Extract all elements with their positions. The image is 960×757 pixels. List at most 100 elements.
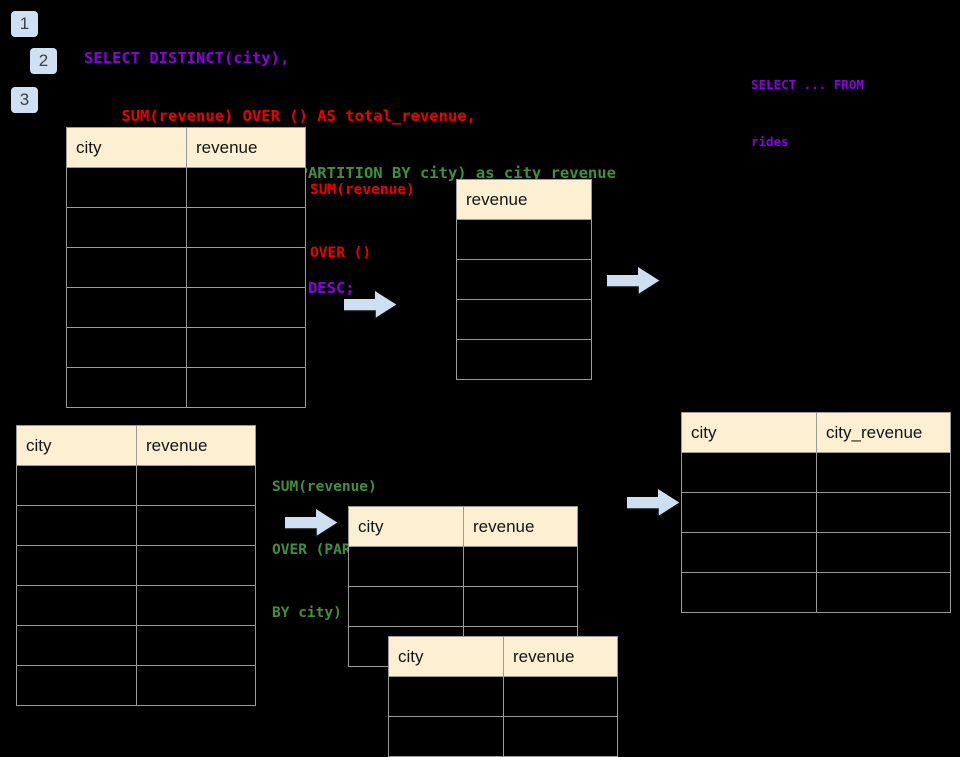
table-header-row: city city_revenue (681, 412, 951, 453)
table-cell (348, 546, 464, 587)
table-cell (388, 716, 504, 757)
table-row (66, 207, 306, 248)
table-row (16, 465, 256, 506)
table-row (16, 545, 256, 586)
table-cell (681, 572, 817, 613)
table-cell (816, 572, 951, 613)
table-row (388, 716, 618, 757)
annotation-over-empty: SUM(revenue) OVER () (310, 138, 415, 306)
table-cell (463, 546, 578, 587)
column-header-city-revenue: city_revenue (816, 412, 951, 453)
table-cell (136, 665, 256, 706)
table-cell (186, 167, 306, 208)
table-cell (136, 545, 256, 586)
table-cell (16, 585, 137, 626)
table-row (66, 327, 306, 368)
column-header-city: city (681, 412, 817, 453)
table-cell (186, 247, 306, 288)
column-header-revenue: revenue (463, 506, 578, 547)
arrow-total-to-final-icon (607, 267, 661, 296)
table-row (16, 505, 256, 546)
table-cell (136, 465, 256, 506)
table-cell (816, 532, 951, 573)
table-cell (186, 287, 306, 328)
table-cell (66, 207, 187, 248)
column-header-city: city (388, 636, 504, 677)
arrow-partition-to-final-icon (627, 489, 681, 518)
table-final-result: city city_revenue (681, 412, 951, 613)
table-row (66, 247, 306, 288)
table-cell (16, 665, 137, 706)
annotation-over-partition-line-1: SUM(revenue) (272, 479, 377, 495)
table-header-row: city revenue (348, 506, 578, 547)
table-row (16, 665, 256, 706)
sidenote-line-2: rides (751, 134, 789, 149)
table-source-top: city revenue (66, 127, 306, 408)
table-row (681, 532, 951, 573)
table-total-revenue: revenue (456, 179, 592, 380)
table-cell (16, 465, 137, 506)
table-cell (816, 492, 951, 533)
table-cell (348, 586, 464, 627)
table-row (348, 586, 578, 627)
step-badge-3: 3 (11, 87, 38, 113)
table-cell (16, 505, 137, 546)
column-header-city: city (348, 506, 464, 547)
table-row (681, 452, 951, 493)
table-cell (456, 259, 592, 300)
table-cell (681, 532, 817, 573)
table-cell (136, 505, 256, 546)
table-row (456, 259, 592, 300)
sql-line-1: SELECT DISTINCT(city), (84, 49, 290, 67)
table-cell (186, 207, 306, 248)
table-cell (456, 219, 592, 260)
table-cell (463, 586, 578, 627)
arrow-source-to-total-icon (344, 291, 398, 320)
column-header-revenue: revenue (456, 179, 592, 220)
table-row (456, 299, 592, 340)
table-row (66, 367, 306, 408)
column-header-city: city (16, 425, 137, 466)
column-header-revenue: revenue (503, 636, 618, 677)
table-partition-front: city revenue (388, 636, 618, 757)
column-header-city: city (66, 127, 187, 168)
diagram-canvas: 1 2 3 SELECT DISTINCT(city), SUM(revenue… (11, 11, 951, 757)
table-cell (186, 367, 306, 408)
annotation-over-partition-line-3: BY city) (272, 605, 342, 621)
table-row (456, 219, 592, 260)
table-cell (681, 452, 817, 493)
table-cell (66, 167, 187, 208)
step-badge-2: 2 (30, 48, 57, 74)
annotation-over-empty-line-1: SUM(revenue) (310, 182, 415, 198)
table-row (681, 572, 951, 613)
annotation-over-empty-line-2: OVER () (310, 245, 372, 261)
step-badge-1: 1 (11, 11, 38, 37)
table-cell (16, 545, 137, 586)
sidenote-line-1: SELECT ... FROM (751, 77, 864, 92)
table-cell (136, 585, 256, 626)
table-cell (816, 452, 951, 493)
table-cell (456, 299, 592, 340)
table-source-bottom: city revenue (16, 425, 256, 706)
table-row (681, 492, 951, 533)
table-cell (66, 367, 187, 408)
table-cell (456, 339, 592, 380)
table-cell (681, 492, 817, 533)
sidenote-select-from: SELECT ... FROM rides (751, 37, 864, 189)
table-row (66, 167, 306, 208)
table-row (388, 676, 618, 717)
table-cell (66, 287, 187, 328)
table-cell (503, 676, 618, 717)
table-row (456, 339, 592, 380)
table-header-row: revenue (456, 179, 592, 220)
table-row (66, 287, 306, 328)
column-header-revenue: revenue (186, 127, 306, 168)
table-header-row: city revenue (66, 127, 306, 168)
table-cell (186, 327, 306, 368)
arrow-source-to-partition-icon (285, 509, 339, 538)
table-row (16, 625, 256, 666)
table-cell (66, 247, 187, 288)
sql-line-2: SUM(revenue) OVER () AS total_revenue, (84, 106, 476, 125)
table-row (16, 585, 256, 626)
table-cell (16, 625, 137, 666)
